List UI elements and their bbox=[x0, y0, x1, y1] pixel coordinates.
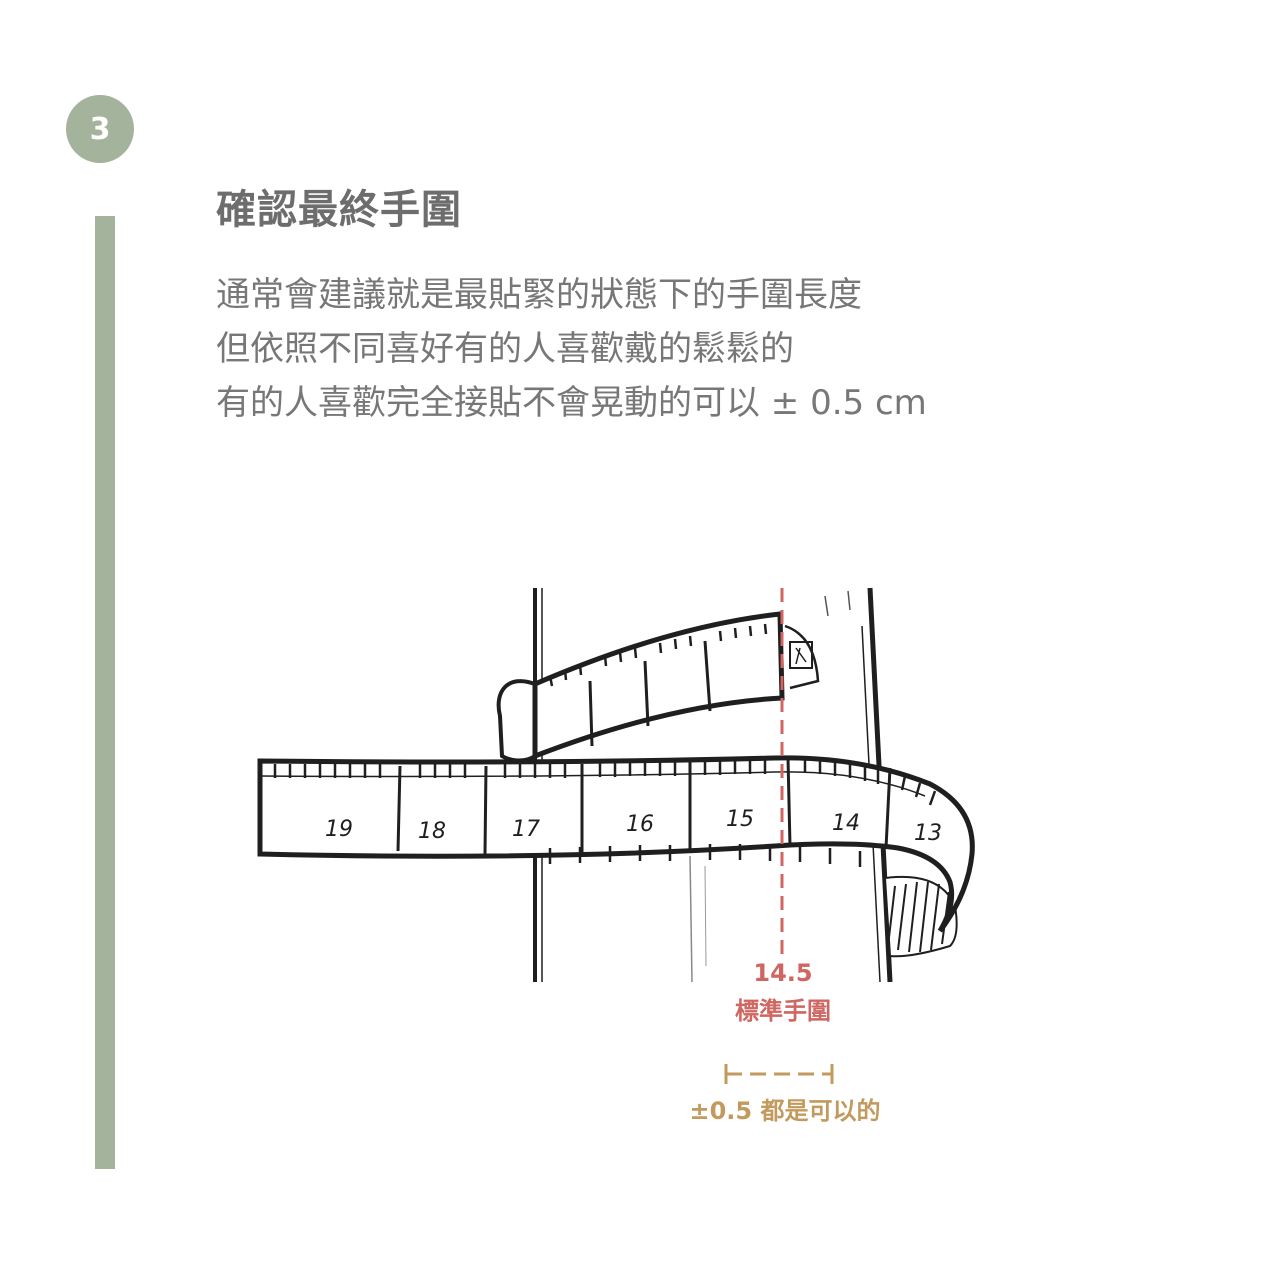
description-line-2: 但依照不同喜好有的人喜歡戴的鬆鬆的 bbox=[216, 329, 794, 369]
tape-number-18: 18 bbox=[418, 819, 446, 844]
tape-number-16: 16 bbox=[626, 812, 654, 837]
tape-number-labels: 19 18 17 16 15 14 13 bbox=[325, 807, 942, 846]
step-number: 3 bbox=[89, 111, 111, 147]
description-line-1: 通常會建議就是最貼緊的狀態下的手圍長度 bbox=[216, 275, 862, 315]
tolerance-label: ±0.5 都是可以的 bbox=[689, 1097, 881, 1125]
tape-number-14: 14 bbox=[832, 811, 860, 836]
tape-number-13: 13 bbox=[914, 821, 942, 846]
standard-size-value: 14.5 bbox=[753, 959, 813, 987]
tape-number-19: 19 bbox=[325, 817, 353, 842]
standard-size-label: 標準手圍 bbox=[735, 997, 831, 1025]
section-title: 確認最終手圍 bbox=[216, 187, 462, 233]
tape-number-17: 17 bbox=[512, 817, 540, 842]
tape-upper-loop bbox=[496, 611, 820, 763]
tape-number-15: 15 bbox=[726, 807, 754, 832]
description-text: 通常會建議就是最貼緊的狀態下的手圍長度 但依照不同喜好有的人喜歡戴的鬆鬆的 有的… bbox=[216, 268, 927, 430]
tape-curl-shadow bbox=[883, 875, 958, 958]
section-side-bar bbox=[95, 216, 115, 1169]
tape-main-band bbox=[257, 755, 975, 933]
step-number-badge: 3 bbox=[66, 95, 134, 163]
description-line-3: 有的人喜歡完全接貼不會晃動的可以 ± 0.5 cm bbox=[216, 383, 927, 423]
measuring-tape-illustration: 19 18 17 16 15 14 13 bbox=[257, 587, 975, 983]
tolerance-range-bracket bbox=[724, 1064, 834, 1084]
